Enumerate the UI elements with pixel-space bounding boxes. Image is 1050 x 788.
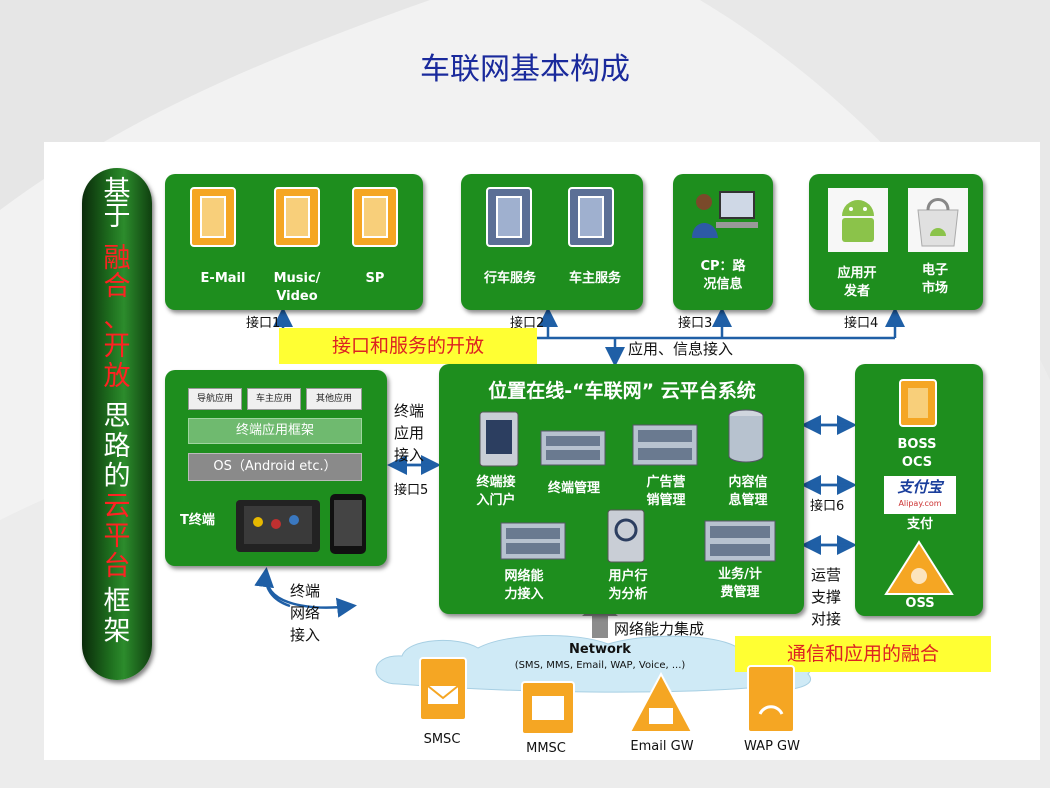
network-title: Network: [569, 642, 631, 657]
terminal-app-button: 导航应用: [188, 388, 242, 410]
boss-server-icon: [899, 379, 937, 427]
side-pill: [82, 168, 152, 680]
gateway-label: Email GW: [630, 739, 694, 754]
database-icon: [728, 409, 764, 463]
side-char: 于: [103, 201, 131, 232]
application-icon: [486, 187, 532, 247]
side-char: 云: [103, 491, 131, 522]
cloud-module-label: 网络能 力接入: [504, 569, 544, 602]
car-terminal-device-icon: [236, 494, 366, 554]
application-icon: [568, 187, 614, 247]
application-icon: [352, 187, 398, 247]
side-char: 台: [103, 551, 131, 582]
interface-label: 接口1: [246, 316, 281, 331]
network-subtitle: (SMS, MMS, Email, WAP, Voice, ...): [514, 660, 686, 671]
cp-label: CP：路 况信息: [700, 259, 746, 292]
smsc-gateway-icon: [419, 657, 467, 721]
analytics-device-icon: [607, 509, 645, 563]
interface-label: 接口6: [810, 499, 845, 514]
sp-item-label: E-Mail: [200, 271, 246, 286]
side-char: 路: [103, 431, 131, 462]
interface-label: 接口5: [394, 483, 429, 498]
alipay-logo-text: 支付宝: [897, 478, 943, 496]
pay-label: 支付: [906, 517, 933, 532]
side-char: 、: [103, 303, 131, 334]
page-title: 车联网基本构成: [420, 52, 630, 87]
alipay-logo-sub: Alipay.com: [898, 499, 942, 508]
terminal-app-button: 车主应用: [247, 388, 301, 410]
cloud-module-label: 终端管理: [547, 481, 600, 496]
portal-server-icon: [479, 411, 519, 467]
network-cloud: [375, 635, 814, 693]
side-char: 合: [103, 271, 131, 302]
service-label: 行车服务: [483, 271, 536, 286]
email-gateway-icon: [628, 672, 694, 733]
cloud-platform-box: [439, 364, 804, 614]
side-char: 架: [103, 616, 131, 647]
side-char: 基: [103, 176, 131, 207]
computer-user-icon: [692, 191, 758, 238]
gateway-label: MMSC: [526, 741, 566, 756]
tbox-label: T终端: [180, 513, 215, 528]
wap-gateway-icon: [747, 665, 795, 733]
server-rack-icon: [704, 520, 776, 562]
interface-label: 接口2: [510, 316, 545, 331]
app-info-access-label: 应用、信息接入: [628, 340, 734, 358]
market-label: 电子 市场: [921, 263, 948, 296]
side-char: 平: [103, 521, 131, 552]
oss-label: OSS: [905, 596, 935, 611]
terminal-net-access-label: 终端 网络 接入: [290, 582, 321, 644]
developer-label: 应用开 发者: [837, 266, 877, 299]
oss-triangle-icon: [884, 540, 954, 595]
open-interface-banner: 接口和服务的开放: [279, 328, 537, 364]
service-label: 车主服务: [568, 271, 621, 286]
side-char: 框: [103, 586, 131, 617]
application-icon: [274, 187, 320, 247]
server-rack-icon: [540, 430, 606, 466]
alipay-logo: 支付宝 Alipay.com: [884, 476, 956, 514]
server-rack-icon: [500, 522, 566, 560]
sp-item-label: SP: [365, 271, 385, 286]
cloud-module-label: 广告营 销管理: [646, 475, 686, 508]
ops-support-label: 运营 支撑 对接: [811, 566, 842, 628]
cloud-platform-title: 位置在线-“车联网” 云平台系统: [488, 380, 756, 402]
terminal-app-button: 其他应用: [306, 388, 362, 410]
merge-banner: 通信和应用的融合: [735, 636, 991, 672]
side-char: 思: [103, 401, 131, 432]
side-char: 的: [103, 461, 131, 492]
market-bag-icon: [908, 188, 968, 252]
android-icon: [828, 188, 888, 252]
interface-label: 接口4: [844, 316, 879, 331]
application-icon: [190, 187, 236, 247]
terminal-app-access-label: 终端 应用 接入: [394, 402, 425, 464]
terminal-framework-bar: 终端应用框架: [188, 418, 362, 444]
mmsc-gateway-icon: [521, 681, 575, 735]
boss-ocs-label: BOSS OCS: [897, 437, 937, 470]
gateway-label: SMSC: [423, 732, 461, 747]
cloud-module-label: 内容信 息管理: [728, 475, 768, 508]
gateway-label: WAP GW: [744, 739, 800, 754]
terminal-os-bar: OS（Android etc.）: [188, 453, 362, 481]
side-char: 融: [103, 243, 131, 274]
cloud-module-label: 用户行 为分析: [608, 569, 648, 602]
server-rack-icon: [632, 424, 698, 466]
sp-item-label: Music/ Video: [273, 271, 321, 304]
interface-label: 接口3: [678, 316, 713, 331]
cloud-module-label: 业务/计 费管理: [718, 567, 762, 600]
cloud-module-label: 终端接 入门户: [476, 475, 516, 508]
net-integration-label: 网络能力集成: [614, 620, 705, 638]
side-char: 开: [103, 331, 131, 362]
side-char: 放: [103, 361, 131, 392]
